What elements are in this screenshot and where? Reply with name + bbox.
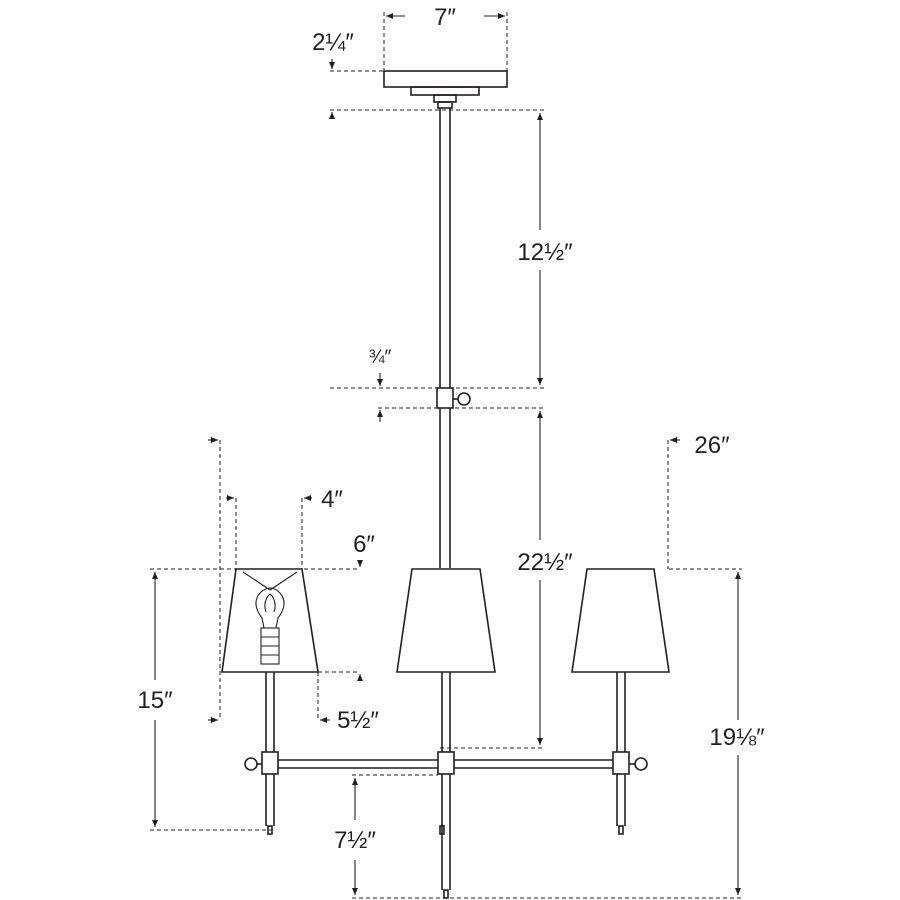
dimension-stem-lower: 22½″ bbox=[440, 411, 573, 749]
dimension-body-height: 19⅛″ bbox=[352, 568, 765, 899]
dimension-shade-height: 5½″ bbox=[317, 671, 379, 734]
label-knuckle-height: ¾″ bbox=[369, 347, 392, 368]
label-shade-top: 4″ bbox=[321, 486, 343, 513]
canopy bbox=[383, 70, 508, 109]
label-canopy-height: 2¼″ bbox=[312, 29, 354, 56]
label-arm-height: 15″ bbox=[137, 687, 173, 714]
shade-right bbox=[571, 568, 670, 673]
label-stem-lower: 22½″ bbox=[517, 549, 573, 576]
center-stem bbox=[436, 108, 471, 568]
dimension-finial-drop: 7½″ bbox=[334, 774, 438, 895]
dimension-canopy-width: 7″ bbox=[383, 4, 508, 71]
shade-left bbox=[221, 568, 319, 673]
dimension-stem-upper: 12½″ bbox=[329, 109, 573, 389]
dimension-knuckle: ¾″ bbox=[369, 347, 545, 422]
label-canopy-width: 7″ bbox=[434, 4, 456, 31]
dimension-canopy-height: 2¼″ bbox=[312, 29, 384, 72]
dimension-shade-top: 4″ bbox=[226, 486, 343, 569]
shade-center bbox=[396, 568, 496, 673]
arm-assembly bbox=[244, 672, 648, 899]
label-shade-bottom: 6″ bbox=[353, 531, 375, 558]
dimension-arm-height: 15″ bbox=[137, 572, 272, 831]
label-stem-upper: 12½″ bbox=[517, 239, 573, 266]
dimension-overall-width: 26″ bbox=[208, 432, 730, 723]
label-finial-drop: 7½″ bbox=[334, 827, 376, 854]
label-shade-height: 5½″ bbox=[337, 707, 379, 734]
label-body-height: 19⅛″ bbox=[709, 724, 765, 751]
dimension-shade-bottom: 6″ bbox=[150, 531, 375, 570]
label-overall-width: 26″ bbox=[694, 432, 730, 459]
